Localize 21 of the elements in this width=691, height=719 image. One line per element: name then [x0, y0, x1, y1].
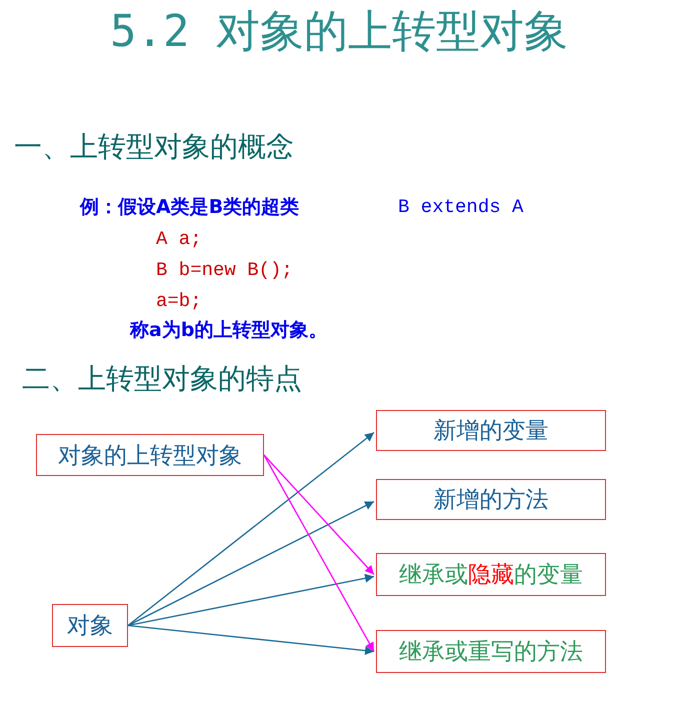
- concept-box: 新增的方法: [376, 479, 606, 520]
- concept-box: 继承或隐藏的变量: [376, 553, 606, 596]
- code-line: a=b;: [156, 290, 202, 313]
- section-heading: 一、上转型对象的概念: [14, 130, 294, 164]
- section-heading: 二、上转型对象的特点: [22, 362, 302, 396]
- code-line: B b=new B();: [156, 259, 293, 282]
- slide-title: 5.2 对象的上转型对象: [110, 6, 568, 59]
- concept-box: 对象: [52, 604, 128, 647]
- arrow: [128, 624, 374, 656]
- arrow: [263, 454, 375, 652]
- concept-box: 对象的上转型对象: [36, 434, 264, 476]
- arrow: [128, 432, 374, 626]
- code-line: A a;: [156, 228, 202, 251]
- arrow: [128, 574, 374, 626]
- note-text: 称a为b的上转型对象。: [130, 319, 328, 342]
- concept-box: 继承或重写的方法: [376, 630, 606, 673]
- arrow: [264, 454, 374, 575]
- code-line: B extends A: [398, 196, 524, 219]
- concept-box: 新增的变量: [376, 410, 606, 451]
- arrow: [128, 500, 374, 626]
- example-text: 例：假设A类是B类的超类: [80, 196, 300, 219]
